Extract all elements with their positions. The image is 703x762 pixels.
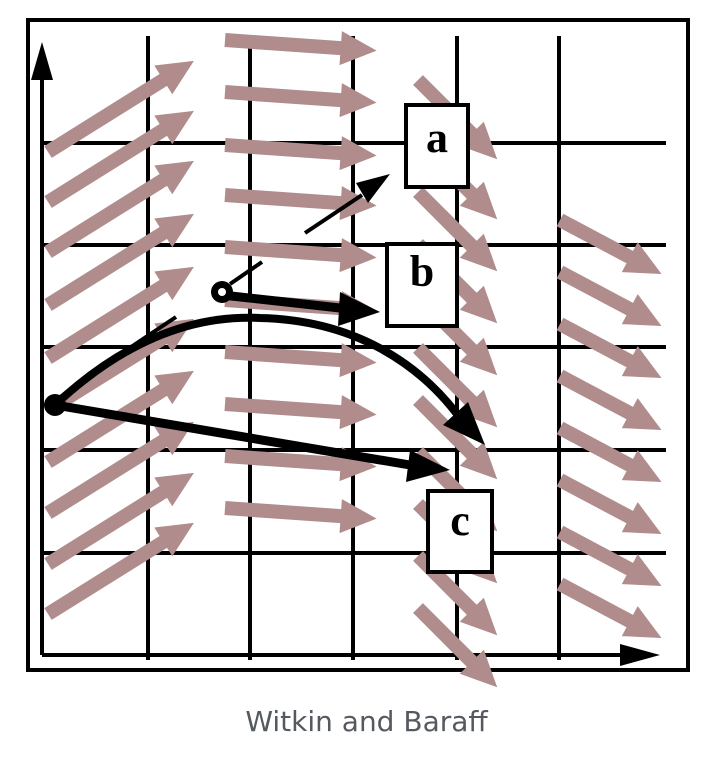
field-arrow (224, 343, 377, 378)
midpoint-center (218, 288, 226, 296)
field-arrow (224, 83, 377, 118)
field-arrow (224, 499, 377, 534)
field-arrow (224, 31, 377, 66)
field-arrow (44, 472, 194, 570)
field-arrow (556, 369, 662, 430)
label-box-a: a (404, 103, 470, 189)
x-axis-arrowhead (620, 644, 660, 666)
field-arrow (413, 395, 498, 480)
trajectory (44, 174, 485, 482)
axes (31, 42, 660, 666)
euler-step-arrowhead (406, 450, 450, 482)
vector-field (44, 31, 662, 688)
field-arrow (44, 522, 194, 620)
field-arrow (556, 577, 662, 638)
label-a: a (426, 113, 448, 162)
field-arrow (413, 343, 498, 428)
label-b: b (410, 247, 434, 296)
y-axis-arrowhead (31, 42, 53, 80)
tangent-segment (132, 315, 178, 347)
field-arrow (556, 265, 662, 326)
label-box-b: b (385, 242, 459, 328)
field-arrow (556, 421, 662, 482)
midpoint-vector (221, 290, 341, 313)
field-arrow (44, 266, 194, 364)
caption: Witkin and Baraff (245, 705, 488, 738)
vector-field-diagram: a b c (26, 18, 690, 688)
solution-curve (52, 313, 469, 428)
field-arrow (413, 187, 498, 272)
field-arrow (224, 136, 377, 171)
field-arrow (413, 603, 498, 688)
field-arrow (44, 213, 194, 311)
start-point (44, 394, 66, 416)
field-arrow (224, 186, 377, 221)
field-arrow (556, 525, 662, 586)
field-arrow (44, 421, 194, 519)
field-arrow (44, 160, 194, 258)
field-arrow (556, 317, 662, 378)
field-arrow (224, 447, 377, 482)
label-c: c (450, 496, 470, 545)
field-arrow (44, 110, 194, 208)
field-arrow (44, 60, 194, 158)
field-arrow (556, 473, 662, 534)
label-box-c: c (426, 489, 494, 574)
field-arrow (224, 395, 377, 430)
solution-curve-arrowhead (443, 402, 485, 445)
euler-step-vector (54, 400, 411, 470)
midpoint-arrowhead (338, 292, 380, 326)
field-arrow (224, 238, 377, 273)
midpoint-tangent (228, 260, 264, 286)
vector-a-arrowhead (356, 174, 390, 203)
vector-a (303, 193, 364, 235)
field-arrow (556, 213, 662, 274)
diagram-frame (26, 18, 690, 672)
field-arrow (44, 318, 194, 416)
